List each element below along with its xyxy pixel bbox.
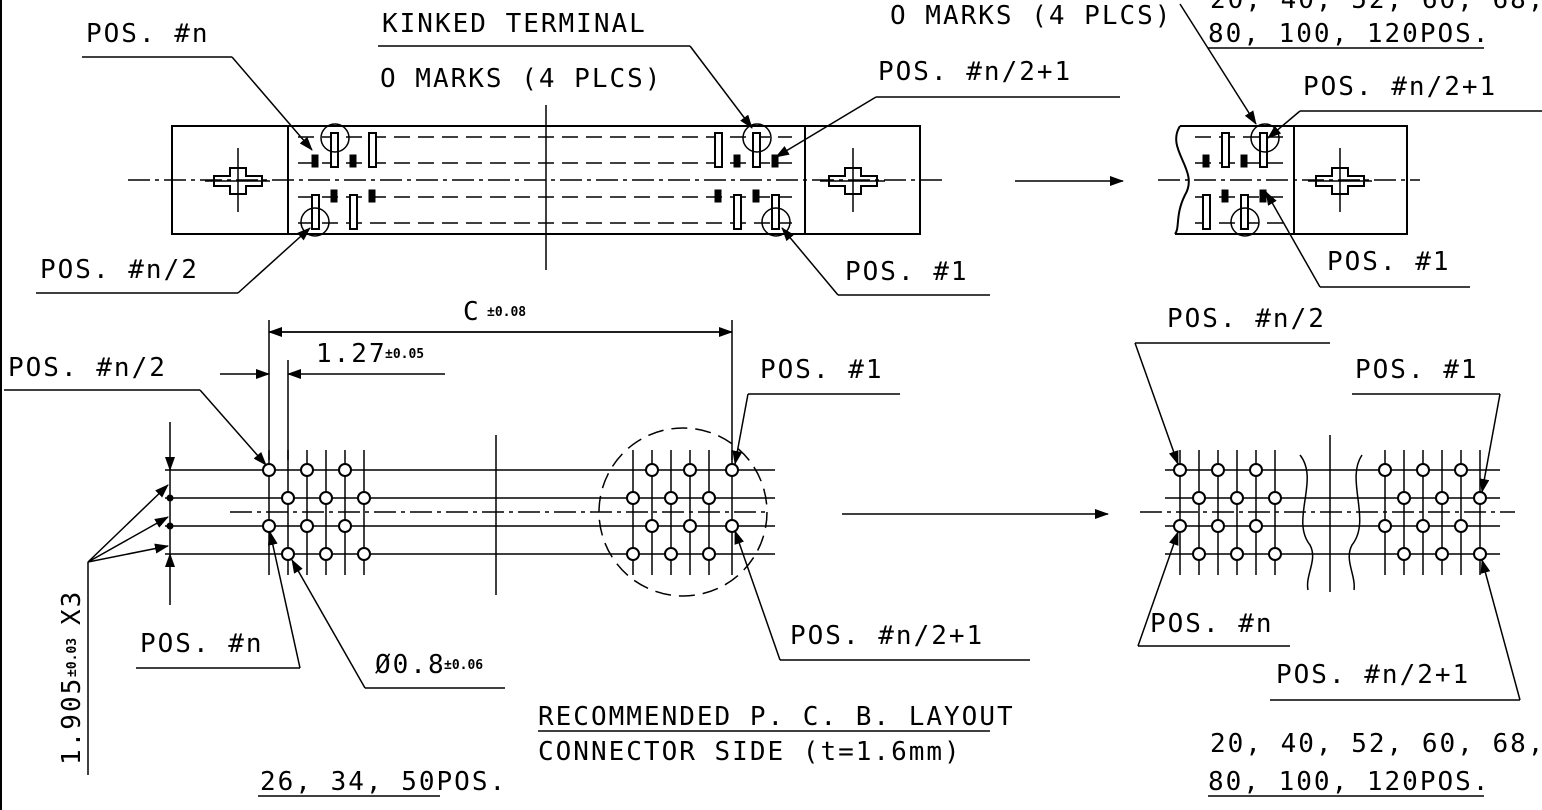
label-pos-n2-top: POS. #n/2 — [40, 255, 199, 285]
pcb-layout-right — [1140, 435, 1515, 592]
label-pos-list-top-2: 80, 100, 120POS. — [1208, 19, 1490, 49]
title-recommended-layout: RECOMMENDED P. C. B. LAYOUT — [538, 702, 1015, 732]
label-pos-n-top: POS. #n — [86, 19, 210, 49]
label-pos-1-right-pcb: POS. #1 — [1355, 355, 1479, 385]
label-pos-list-right-2: 80, 100, 120POS. — [1208, 767, 1490, 797]
connector-top-view — [128, 105, 945, 270]
label-pos-n21-pcb: POS. #n/2+1 — [790, 621, 984, 651]
dim-c-tolerance: ±0.08 — [487, 305, 526, 320]
dim-pitch-tolerance: ±0.05 — [385, 347, 424, 362]
dim-row-pitch: 1.905 ±0.03 X3 — [57, 590, 87, 765]
label-pos-1-top: POS. #1 — [845, 257, 969, 287]
label-pos-n-pcb: POS. #n — [140, 629, 264, 659]
label-pos-1-pcb: POS. #1 — [760, 355, 884, 385]
dim-hole-label: Ø0.8 — [375, 650, 446, 680]
label-pos-n2-right: POS. #n/2 — [1167, 304, 1326, 334]
dim-row-tolerance: ±0.03 — [65, 638, 80, 677]
label-pos-n21-right-pcb: POS. #n/2+1 — [1276, 660, 1470, 690]
label-pos-n21-top: POS. #n/2+1 — [878, 57, 1072, 87]
label-o-marks-right: O MARKS (4 PLCS) — [890, 1, 1172, 31]
mount-cross-right — [820, 148, 885, 212]
label-pos-list-left: 26, 34, 50POS. — [260, 767, 507, 797]
dim-row-label: 1.905 — [57, 677, 87, 765]
label-pos-n21-right: POS. #n/2+1 — [1303, 72, 1497, 102]
pcb-layout-left — [87, 320, 775, 775]
dim-row-multiplier: X3 — [57, 590, 87, 625]
dim-pitch-label: 1.27 — [316, 339, 387, 369]
label-o-marks-top: O MARKS (4 PLCS) — [380, 64, 662, 94]
label-pos-n-right: POS. #n — [1150, 609, 1274, 639]
label-pos-list-right-1: 20, 40, 52, 60, 68, — [1210, 729, 1542, 759]
label-pos-list-top-1: 20, 40, 52, 60, 68, — [1210, 0, 1542, 15]
connector-top-view-partial — [1158, 123, 1420, 237]
subtitle-connector-side: CONNECTOR SIDE (t=1.6mm) — [538, 737, 962, 767]
dim-c-label: C — [463, 297, 481, 327]
label-pos-1-right: POS. #1 — [1327, 247, 1451, 277]
dim-hole-tolerance: ±0.06 — [444, 658, 483, 673]
mount-cross-left — [205, 148, 270, 212]
label-kinked-terminal: KINKED TERMINAL — [382, 9, 647, 39]
label-pos-n2-pcb: POS. #n/2 — [8, 353, 167, 383]
